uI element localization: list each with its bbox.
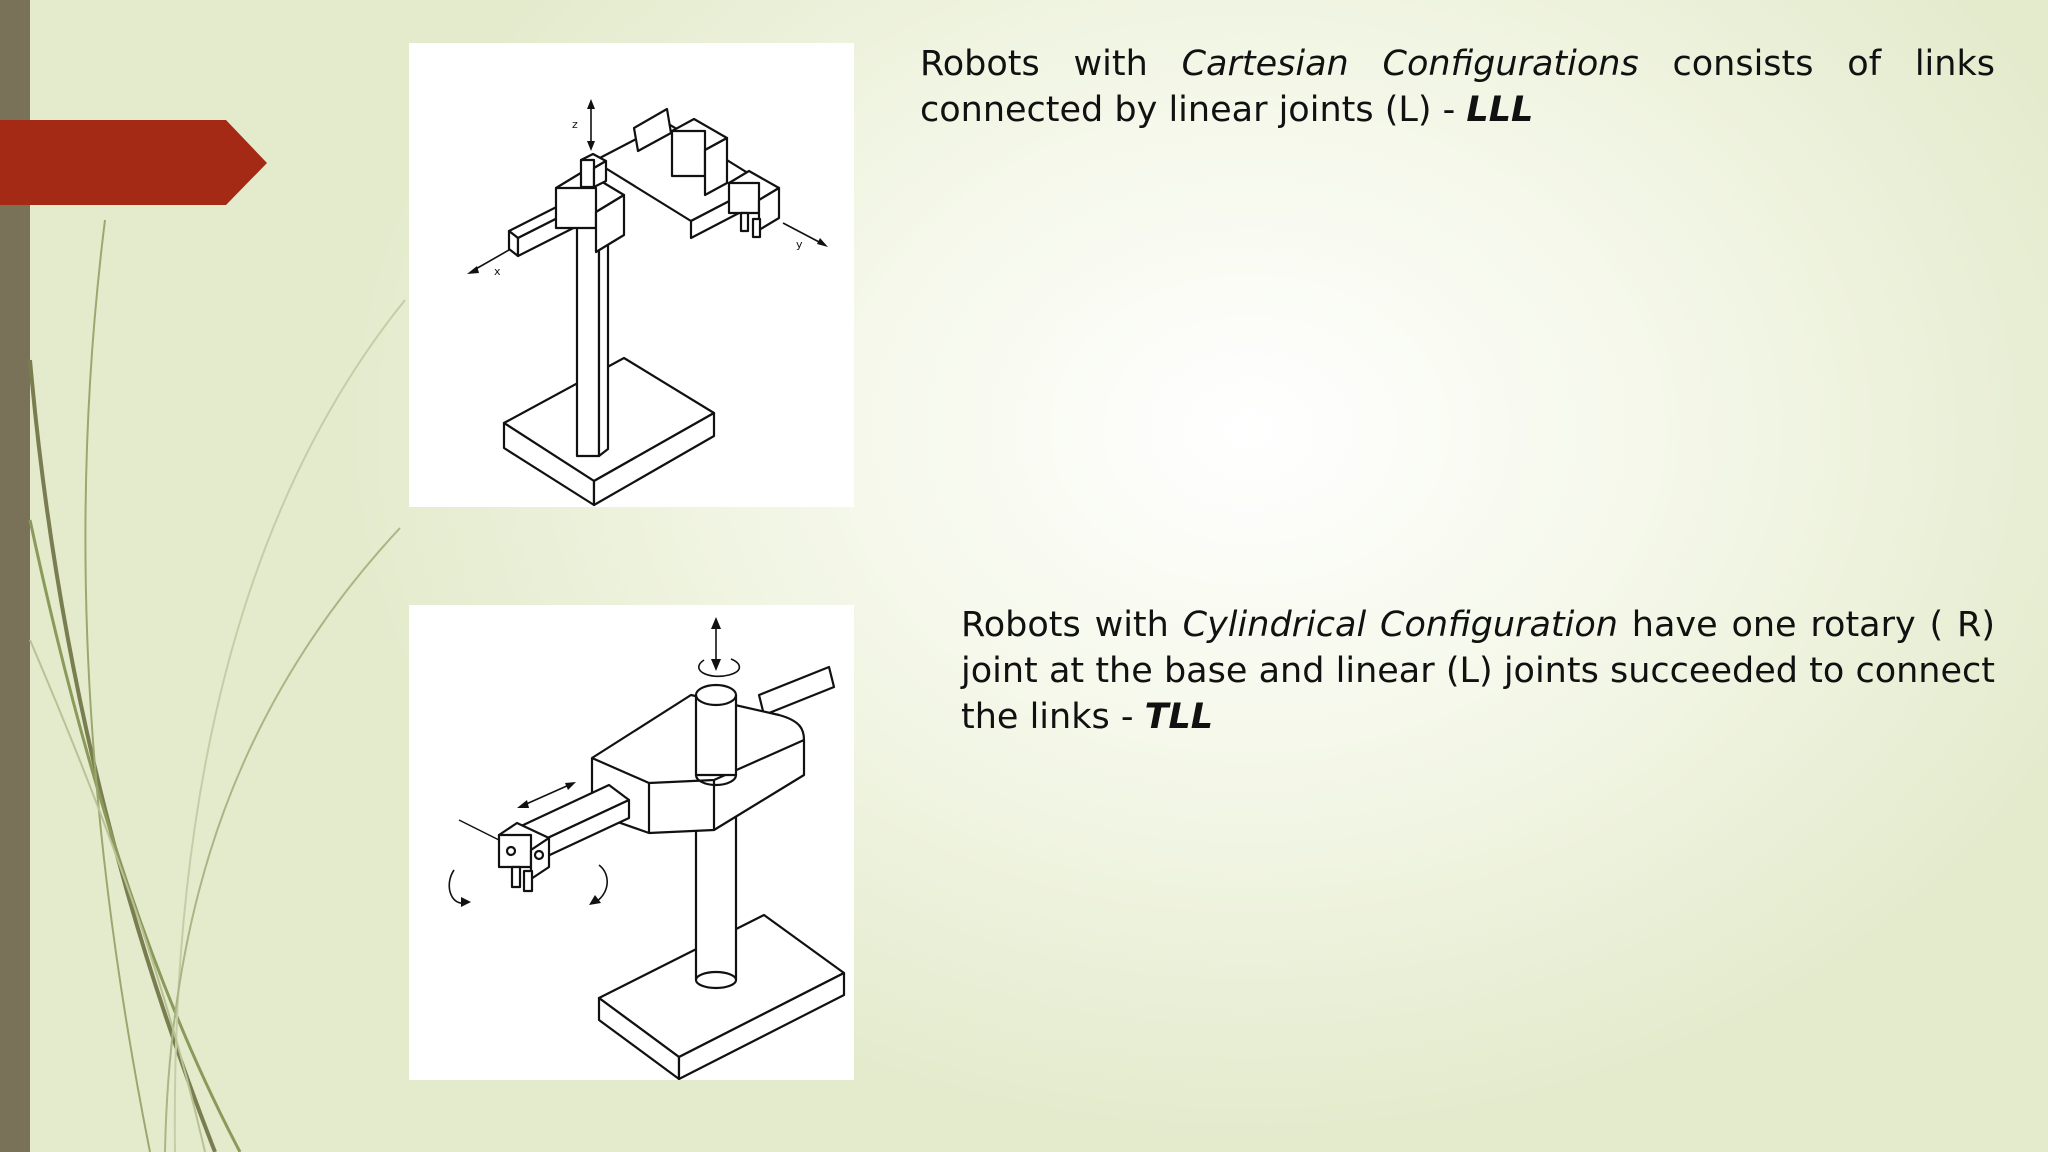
cartesian-text-before: Robots with — [920, 44, 1182, 84]
cylindrical-joint-code: TLL — [1144, 697, 1214, 737]
cartesian-robot-figure: z x y — [409, 43, 854, 507]
cylindrical-description: Robots with Cylindrical Configuration ha… — [961, 602, 1995, 740]
axis-z-label: z — [572, 118, 578, 131]
decorative-swoosh — [28, 219, 406, 1152]
cartesian-text-after: consists of links connected by linear jo… — [920, 44, 1995, 130]
cartesian-term: Cartesian Configurations — [1181, 44, 1639, 84]
cylindrical-text-after: have one rotary ( R) joint at the base a… — [961, 605, 1995, 737]
cylindrical-robot-figure — [409, 605, 854, 1080]
red-arrow-shape — [0, 120, 267, 205]
cylindrical-text-before: Robots with — [961, 605, 1183, 645]
cylindrical-term: Cylindrical Configuration — [1182, 605, 1618, 645]
axis-x-label: x — [494, 265, 501, 278]
cartesian-description: Robots with Cartesian Configurations con… — [920, 41, 1995, 133]
axis-y-label: y — [796, 238, 803, 251]
cartesian-joint-code: LLL — [1466, 90, 1534, 130]
